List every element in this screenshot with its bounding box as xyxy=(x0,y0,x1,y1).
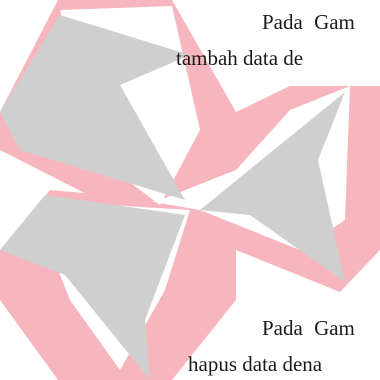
paragraph-2-line-2: hapus data dena xyxy=(188,352,323,376)
paragraph-1-line-1: Pada Gam xyxy=(262,10,355,34)
watermark-grey-folds xyxy=(0,15,345,380)
paragraph-2-line-1: Pada Gam xyxy=(262,316,355,340)
paragraph-1-line-2: tambah data de xyxy=(176,46,304,70)
